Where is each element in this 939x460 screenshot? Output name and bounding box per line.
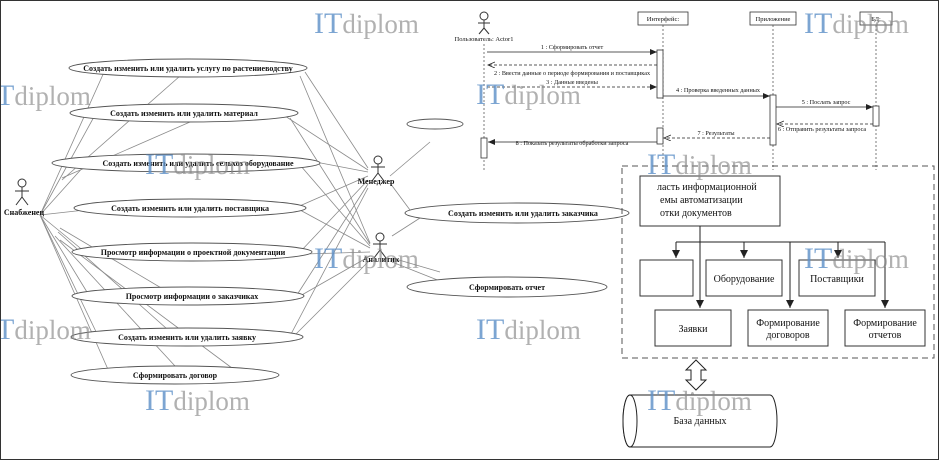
use-case-label: Сформировать договор	[133, 371, 218, 380]
lifeline-db-label: БД:	[871, 16, 881, 23]
module-suppliers-label: Поставщики	[810, 274, 864, 285]
use-case-partial	[406, 118, 464, 130]
use-case-label: Просмотр информации о проектной документ…	[101, 248, 286, 257]
message-label-5: 5 : Послать запрос	[802, 99, 851, 106]
module-reports-label: отчетов	[869, 330, 902, 341]
use-case-customer[interactable]	[404, 202, 630, 224]
message-label-8: 8 : Показать результаты обработки запрос…	[516, 140, 629, 147]
double-arrow-icon	[684, 359, 708, 391]
module-requests[interactable]	[654, 309, 732, 347]
use-case-label: Создать изменить или удалить заявку	[118, 333, 256, 342]
activation-db	[872, 105, 880, 127]
root-label: емы автоматизации	[660, 195, 743, 206]
actor-analyst-label: Аналитик	[363, 255, 400, 264]
use-case-supplier[interactable]	[73, 198, 307, 218]
sequence-user-icon	[478, 11, 490, 35]
use-case-label: Просмотр информации о заказчиках	[126, 292, 259, 301]
use-case-label: Создать изменить или удалить материал	[110, 109, 258, 118]
use-case-label: Сформировать отчет	[469, 283, 545, 292]
use-case-service[interactable]	[68, 58, 308, 78]
root-block	[639, 175, 781, 227]
module-reports[interactable]	[844, 309, 926, 347]
use-case-diagram: Создать изменить или удалить услугу по р…	[4, 58, 630, 385]
sequence-diagram: Пользователь: Actor1 Интерфейс: Приложен…	[455, 11, 893, 170]
use-case-label: Создать изменить или удалить сельхоз обо…	[102, 159, 293, 168]
actor-analyst-icon	[373, 232, 387, 259]
message-label-6: 6 : Отправить результаты запроса	[778, 126, 867, 133]
module-equipment[interactable]	[705, 259, 783, 297]
use-case-material[interactable]	[69, 103, 299, 123]
structure-diagram: ласть информационной емы автоматизации о…	[621, 165, 935, 448]
structure-connectors	[672, 226, 889, 308]
use-case-equipment[interactable]	[51, 153, 321, 173]
module-reports-label: Формирование	[853, 318, 917, 329]
use-case-label: Создать изменить или удалить заказчика	[448, 209, 598, 218]
module-contracts-label: Формирование	[756, 318, 820, 329]
activation-app	[769, 94, 777, 146]
use-case-contract[interactable]	[70, 365, 280, 385]
module-equipment-label: Оборудование	[714, 274, 775, 285]
lifeline-app-label: Приложение	[756, 16, 791, 23]
actor-snab-label: Снабженец	[4, 208, 45, 217]
use-case-report[interactable]	[406, 276, 608, 298]
actor-manager-icon	[371, 155, 385, 182]
message-label-7: 7 : Результаты	[697, 130, 735, 137]
use-case-label: Создать изменить или удалить услугу по р…	[83, 64, 292, 73]
use-case-customers-view[interactable]	[71, 286, 305, 306]
system-boundary	[621, 165, 935, 359]
message-label-2: 2 : Ввести данные о периоде формирования…	[494, 70, 651, 77]
actor-snab-icon	[15, 178, 29, 206]
module-suppliers[interactable]	[798, 259, 876, 297]
use-case-request[interactable]	[70, 327, 304, 347]
module-contracts-label: договоров	[766, 330, 810, 341]
module-contracts[interactable]	[747, 309, 829, 347]
lifeline-user-label: Пользователь: Actor1	[455, 36, 514, 43]
activation-interface-1	[656, 49, 664, 99]
module-requests-label: Заявки	[679, 324, 709, 335]
lifeline-interface-label: Интерфейс:	[647, 16, 680, 23]
actor-manager-label: Менеджер	[358, 177, 395, 186]
activation-interface-2	[656, 127, 664, 145]
message-label-3: 3 : Данные введены	[546, 79, 599, 86]
module-partial	[639, 259, 694, 297]
message-label-1: 1 : Сформировать отчет	[541, 44, 604, 51]
root-label: ласть информационной	[657, 182, 757, 193]
database-icon[interactable]	[622, 394, 778, 448]
database-label: База данных	[673, 416, 726, 427]
use-case-project-docs[interactable]	[71, 242, 313, 262]
activation-user	[480, 137, 488, 159]
root-label: отки документов	[660, 208, 732, 219]
message-label-4: 4 : Проверка введенных данных	[676, 87, 761, 94]
use-case-label: Создать изменить или удалить поставщика	[111, 204, 269, 213]
